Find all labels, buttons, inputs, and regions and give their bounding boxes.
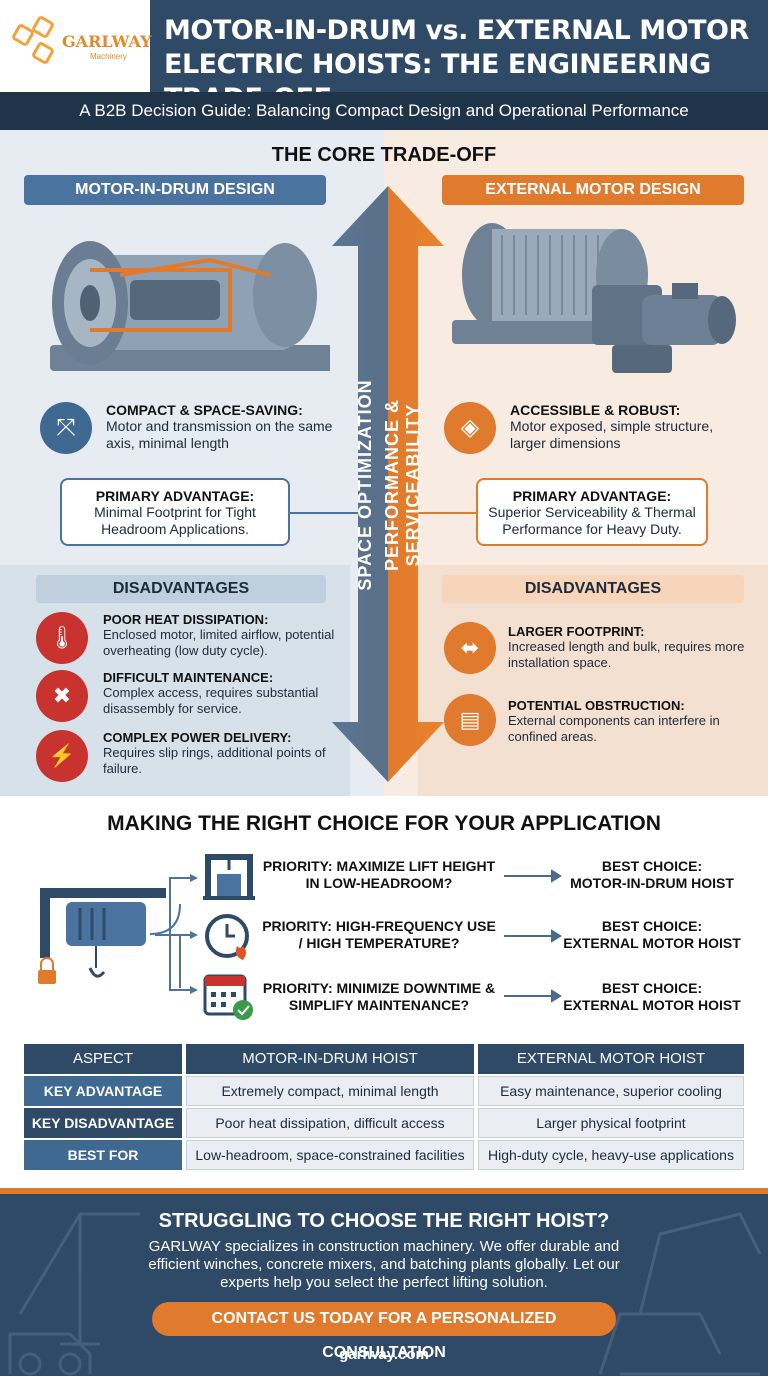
choice-title: MAKING THE RIGHT CHOICE FOR YOUR APPLICA… [107, 812, 661, 835]
left-feature: COMPACT & SPACE-SAVING: Motor and transm… [106, 402, 336, 452]
footprint-icon: ⬌ [444, 622, 496, 674]
clock-fire-icon [203, 910, 255, 962]
left-dis-title: DIFFICULT MAINTENANCE: [103, 670, 274, 685]
left-advantage-title: PRIMARY ADVANTAGE: [95, 488, 255, 504]
core-title: THE CORE TRADE-OFF [271, 144, 497, 166]
left-feature-text: Motor and transmission on the same axis,… [106, 418, 333, 451]
logo[interactable]: GARLWAY Machinery [0, 0, 152, 92]
external-motor-label: EXTERNAL MOTOR DESIGN [442, 175, 744, 205]
table-cell: Easy maintenance, superior cooling [478, 1076, 744, 1106]
priority-3: PRIORITY: MINIMIZE DOWNTIME & SIMPLIFY M… [262, 980, 496, 1013]
compact-arrows-icon: ⤧ [40, 402, 92, 454]
right-feature-text: Motor exposed, simple structure, larger … [510, 418, 714, 451]
right-dis-title: LARGER FOOTPRINT: [508, 624, 645, 639]
table-row-label: BEST FOR [24, 1140, 182, 1170]
table-cell: Low-headroom, space-constrained faciliti… [186, 1140, 474, 1170]
right-disadvantages-panel [418, 565, 768, 796]
calendar-check-icon [203, 970, 255, 1022]
title-line-1: MOTOR-IN-DRUM vs. EXTERNAL MOTOR [164, 15, 749, 46]
right-dis-item: POTENTIAL OBSTRUCTION: External componen… [508, 698, 748, 745]
press-icon [203, 850, 255, 902]
left-dis-text: Complex access, requires substantial dis… [103, 685, 319, 716]
cube-icon: ◈ [444, 402, 496, 454]
footer-text: GARLWAY specializes in construction mach… [148, 1238, 620, 1291]
best-choice-label: BEST CHOICE: [601, 858, 703, 874]
construction-silhouettes [8, 1212, 762, 1376]
left-feature-title: COMPACT & SPACE-SAVING: [106, 402, 303, 418]
choice-arrows [504, 869, 562, 1003]
right-feature-title: ACCESSIBLE & ROBUST: [510, 402, 681, 418]
left-dis-item: DIFFICULT MAINTENANCE: Complex access, r… [103, 670, 348, 717]
table-cell: Extremely compact, minimal length [186, 1076, 474, 1106]
left-dis-text: Requires slip rings, additional points o… [103, 745, 326, 776]
left-dis-item: COMPLEX POWER DELIVERY: Requires slip ri… [103, 730, 348, 777]
best-choice-label: BEST CHOICE: [601, 918, 703, 934]
right-feature: ACCESSIBLE & ROBUST: Motor exposed, simp… [510, 402, 750, 452]
lightning-icon: ⚡ [36, 730, 88, 782]
left-advantage-text: Minimal Footprint for Tight Headroom App… [94, 504, 256, 537]
best-choice-value: EXTERNAL MOTOR HOIST [563, 935, 741, 951]
best-choice-label: BEST CHOICE: [601, 980, 703, 996]
best-choice-1: BEST CHOICE: MOTOR-IN-DRUM HOIST [562, 858, 742, 892]
motor-in-drum-illustration [50, 241, 330, 371]
priority-2: PRIORITY: HIGH-FREQUENCY USE / HIGH TEMP… [262, 918, 496, 951]
right-dis-title: POTENTIAL OBSTRUCTION: [508, 698, 685, 713]
footer [0, 1194, 768, 1376]
hoist-icon [38, 888, 181, 988]
right-advantage-title: PRIMARY ADVANTAGE: [512, 488, 672, 504]
right-connector [416, 512, 478, 514]
external-motor-illustration [452, 223, 736, 373]
priority-1: PRIORITY: MAXIMIZE LIFT HEIGHT IN LOW-HE… [262, 858, 496, 891]
trade-off-arrow [332, 186, 444, 782]
table-header-external: EXTERNAL MOTOR HOIST [478, 1044, 744, 1074]
best-choice-2: BEST CHOICE: EXTERNAL MOTOR HOIST [562, 918, 742, 952]
table-cell: High-duty cycle, heavy-use applications [478, 1140, 744, 1170]
barrier-icon: ▤ [444, 694, 496, 746]
table-cell: Larger physical footprint [478, 1108, 744, 1138]
thermometer-icon: 🌡 [36, 612, 88, 664]
branch-lines [155, 874, 198, 994]
left-dis-text: Enclosed motor, limited airflow, potenti… [103, 627, 335, 658]
best-choice-value: MOTOR-IN-DRUM HOIST [570, 875, 734, 891]
page-subtitle: A B2B Decision Guide: Balancing Compact … [0, 92, 768, 130]
footer-title: STRUGGLING TO CHOOSE THE RIGHT HOIST? [158, 1210, 610, 1232]
right-dis-item: LARGER FOOTPRINT: Increased length and b… [508, 624, 748, 671]
best-choice-value: EXTERNAL MOTOR HOIST [563, 997, 741, 1013]
arrow-text-space: SPACE OPTIMIZATION [355, 379, 375, 591]
left-advantage-box: PRIMARY ADVANTAGE: Minimal Footprint for… [60, 478, 290, 546]
left-connector [290, 512, 360, 514]
contact-button[interactable]: CONTACT US TODAY FOR A PERSONALIZED CONS… [152, 1302, 616, 1361]
hex-logo-icon [30, 14, 56, 40]
website-link[interactable]: garlway.com [339, 1346, 429, 1363]
table-row-label: KEY ADVANTAGE [24, 1076, 182, 1106]
motor-in-drum-label: MOTOR-IN-DRUM DESIGN [24, 175, 326, 205]
table-header-drum: MOTOR-IN-DRUM HOIST [186, 1044, 474, 1074]
left-disadvantages-label: DISADVANTAGES [36, 575, 326, 603]
footer-accent-bar [0, 1188, 768, 1194]
left-dis-item: POOR HEAT DISSIPATION: Enclosed motor, l… [103, 612, 348, 659]
table-row-label: KEY DISADVANTAGE [24, 1108, 182, 1138]
right-dis-text: Increased length and bulk, requires more… [508, 639, 745, 670]
logo-brand: GARLWAY [62, 32, 152, 51]
hex-logo-icon [30, 40, 56, 66]
logo-sub: Machinery [90, 52, 127, 61]
table-header-aspect: ASPECT [24, 1044, 182, 1074]
page-title: MOTOR-IN-DRUM vs. EXTERNAL MOTOR ELECTRI… [164, 14, 764, 116]
arrow-text-performance: PERFORMANCE & SERVICEABILITY [382, 399, 423, 572]
right-disadvantages-label: DISADVANTAGES [442, 575, 744, 603]
left-dis-title: POOR HEAT DISSIPATION: [103, 612, 269, 627]
right-advantage-box: PRIMARY ADVANTAGE: Superior Serviceabili… [476, 478, 708, 546]
right-dis-text: External components can interfere in con… [508, 713, 720, 744]
right-advantage-text: Superior Serviceability & Thermal Perfor… [488, 504, 696, 537]
left-dis-title: COMPLEX POWER DELIVERY: [103, 730, 292, 745]
wrench-lock-icon: ✖ [36, 670, 88, 722]
best-choice-3: BEST CHOICE: EXTERNAL MOTOR HOIST [562, 980, 742, 1014]
table-cell: Poor heat dissipation, difficult access [186, 1108, 474, 1138]
